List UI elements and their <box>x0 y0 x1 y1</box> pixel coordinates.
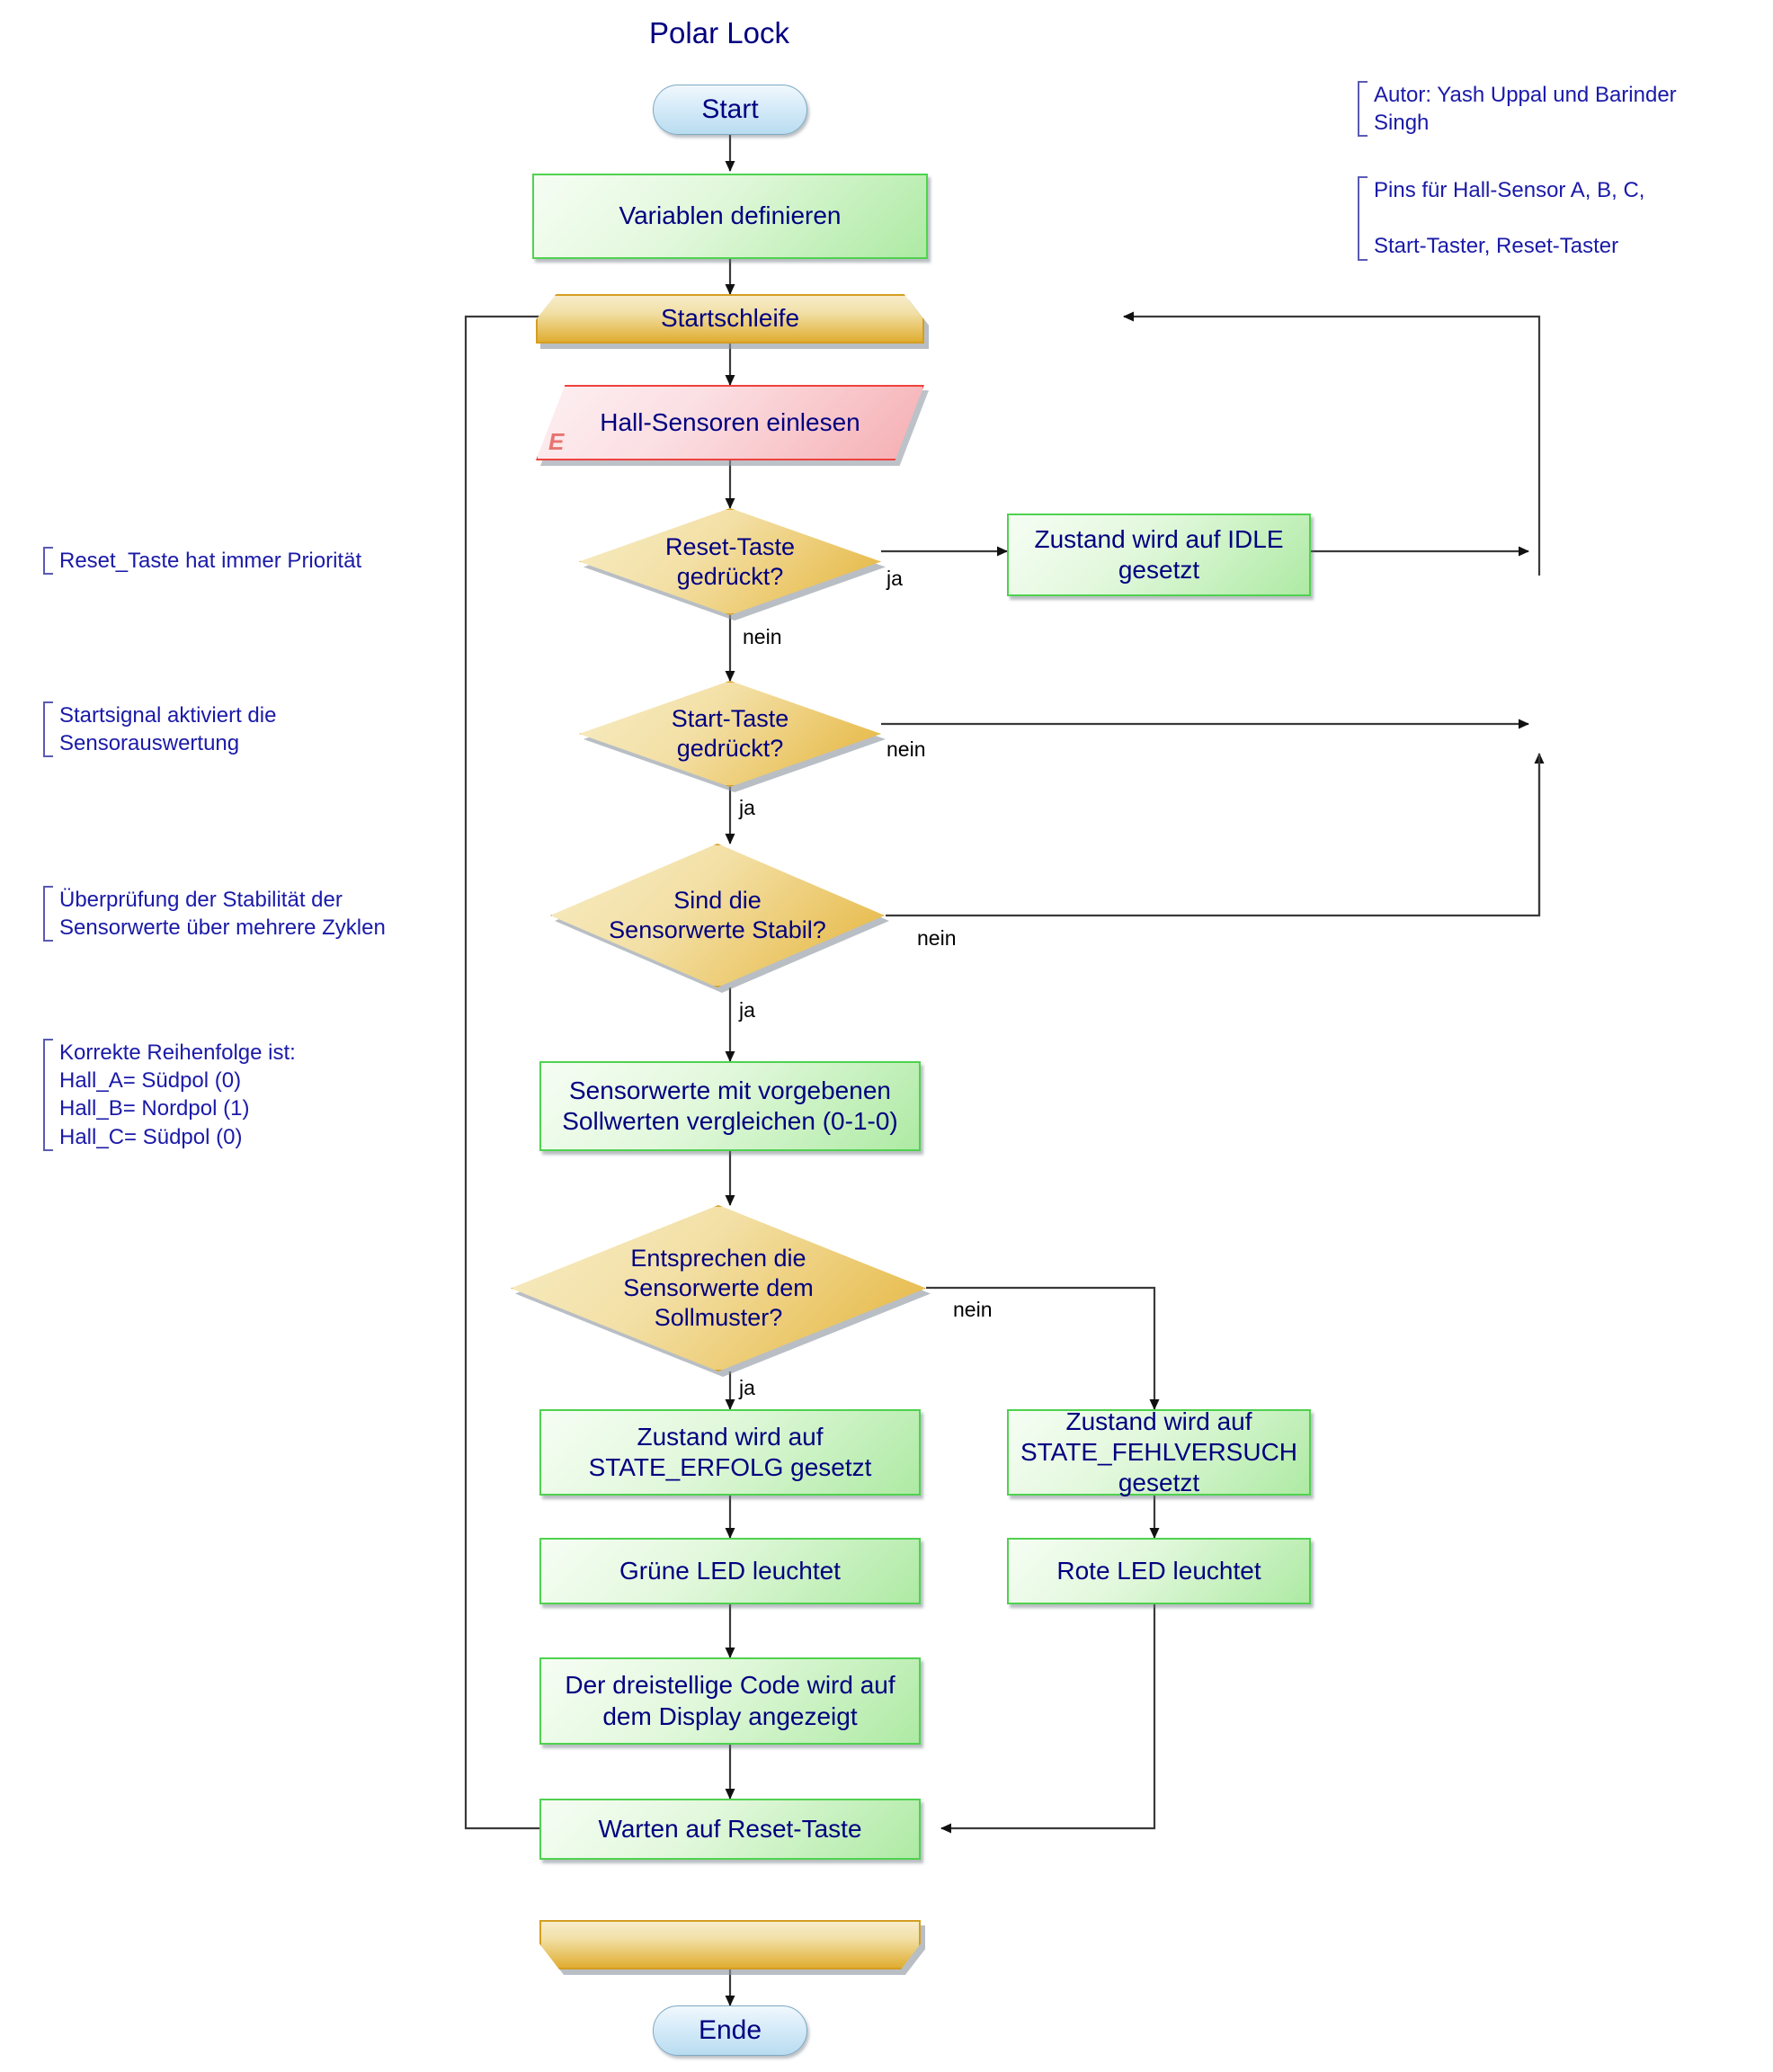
comment-sequence: Korrekte Reihenfolge ist: Hall_A= Südpol… <box>43 1039 349 1151</box>
comment-pins: Pins für Hall-Sensor A, B, C, Start-Tast… <box>1358 176 1699 261</box>
loop-end-shape <box>539 1920 921 1969</box>
node-set-idle[interactable]: Zustand wird auf IDLE gesetzt <box>1007 514 1311 596</box>
node-red-led-label: Rote LED leuchtet <box>1056 1556 1261 1585</box>
edge-label-stable-yes: ja <box>739 998 755 1022</box>
node-set-failure-label: Zustand wird auf STATE_FEHLVERSUCH geset… <box>1020 1407 1298 1497</box>
node-end-label: Ende <box>698 2014 762 2045</box>
node-read-sensors-label: Hall-Sensoren einlesen <box>600 407 860 436</box>
input-marker-e: E <box>548 428 565 456</box>
node-define-vars-label: Variablen definieren <box>619 201 842 230</box>
comment-author: Autor: Yash Uppal und Barinder Singh <box>1358 81 1699 138</box>
edge-label-stable-no: nein <box>917 926 957 950</box>
node-start-pressed[interactable]: Start-Taste gedrückt? <box>579 681 886 792</box>
node-wait-reset[interactable]: Warten auf Reset-Taste <box>539 1799 921 1860</box>
node-reset-pressed[interactable]: Reset-Taste gedrückt? <box>579 508 886 621</box>
node-compare-values[interactable]: Sensorwerte mit vorgebenen Sollwerten ve… <box>539 1061 921 1151</box>
edge-label-reset-no: nein <box>743 625 782 648</box>
node-read-sensors[interactable]: E Hall-Sensoren einlesen <box>536 385 929 466</box>
node-start[interactable]: Start <box>653 85 807 135</box>
node-compare-values-label: Sensorwerte mit vorgebenen Sollwerten ve… <box>562 1076 898 1135</box>
node-define-vars[interactable]: Variablen definieren <box>532 174 928 259</box>
node-values-stable-label: Sind die Sensorwerte Stabil? <box>609 887 826 943</box>
node-loop-start-label: Startschleife <box>660 304 800 333</box>
node-start-pressed-label: Start-Taste gedrückt? <box>671 705 789 762</box>
node-show-code-label: Der dreistellige Code wird auf dem Displ… <box>565 1671 895 1730</box>
input-shape <box>536 385 924 460</box>
edge-label-pattern-yes: ja <box>739 1376 755 1399</box>
node-end[interactable]: Ende <box>653 2005 807 2056</box>
node-loop-start[interactable]: Startschleife <box>536 294 929 349</box>
node-matches-pattern[interactable]: Entsprechen die Sensorwerte dem Sollmust… <box>511 1205 931 1377</box>
node-set-success[interactable]: Zustand wird auf STATE_ERFOLG gesetzt <box>539 1409 921 1496</box>
comment-reset-priority: Reset_Taste hat immer Priorität <box>43 547 394 576</box>
node-loop-end[interactable] <box>539 1920 925 1975</box>
node-reset-pressed-label: Reset-Taste gedrückt? <box>664 532 796 590</box>
page-title: Polar Lock <box>649 16 789 49</box>
edge-label-pattern-no: nein <box>953 1298 993 1321</box>
node-green-led-label: Grüne LED leuchtet <box>619 1556 841 1585</box>
edge-label-start-no: nein <box>886 737 926 761</box>
edge-label-reset-yes: ja <box>886 567 903 590</box>
node-red-led[interactable]: Rote LED leuchtet <box>1007 1538 1311 1604</box>
node-show-code[interactable]: Der dreistellige Code wird auf dem Displ… <box>539 1657 921 1745</box>
node-set-success-label: Zustand wird auf STATE_ERFOLG gesetzt <box>588 1422 872 1481</box>
node-values-stable[interactable]: Sind die Sensorwerte Stabil? <box>550 844 889 993</box>
edge-label-start-yes: ja <box>739 796 755 819</box>
comment-stability: Überprüfung der Stabilität der Sensorwer… <box>43 886 394 942</box>
node-set-idle-label: Zustand wird auf IDLE gesetzt <box>1034 524 1284 584</box>
node-wait-reset-label: Warten auf Reset-Taste <box>598 1814 862 1843</box>
node-start-label: Start <box>701 94 759 124</box>
node-green-led[interactable]: Grüne LED leuchtet <box>539 1538 921 1604</box>
node-matches-pattern-label: Entsprechen die Sensorwerte dem Sollmust… <box>623 1245 814 1331</box>
comment-start-signal: Startsignal aktiviert die Sensorauswertu… <box>43 701 349 758</box>
node-set-failure[interactable]: Zustand wird auf STATE_FEHLVERSUCH geset… <box>1007 1407 1311 1497</box>
